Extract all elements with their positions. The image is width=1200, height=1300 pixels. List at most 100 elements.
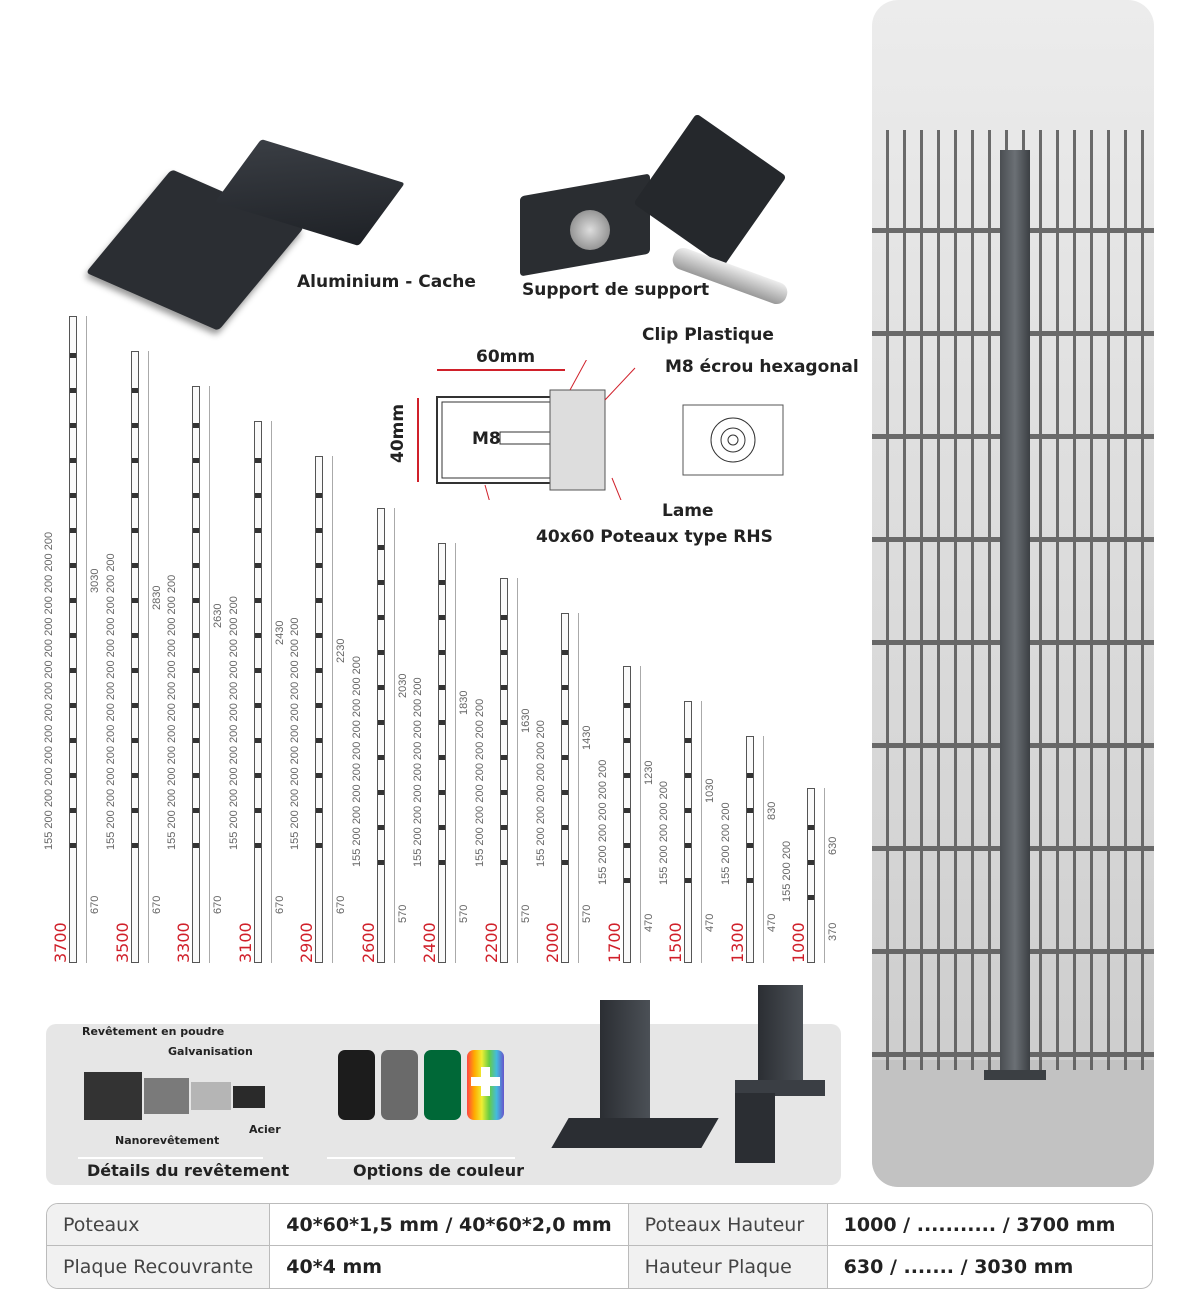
coating-layers-icon bbox=[84, 1072, 269, 1122]
post-spacing-label: 155 200 200 200 200 200 200 200 200 200 … bbox=[166, 574, 178, 850]
post-bottom-length: 470 bbox=[704, 913, 716, 932]
clip-mark bbox=[131, 772, 138, 778]
clip-mark bbox=[70, 352, 76, 358]
clip-mark bbox=[500, 650, 507, 656]
post-height-label: 2900 bbox=[297, 922, 316, 963]
spec-table: Poteaux 40*60*1,5 mm / 40*60*2,0 mm Pote… bbox=[46, 1203, 1153, 1289]
spec-key: Poteaux bbox=[47, 1204, 271, 1246]
clip-mark bbox=[254, 597, 261, 603]
clip-mark bbox=[70, 492, 76, 498]
clip-mark bbox=[254, 842, 261, 848]
clip-label: Clip Plastique bbox=[642, 325, 774, 345]
clip-mark bbox=[377, 825, 384, 831]
post-bottom-length: 670 bbox=[150, 896, 163, 915]
clip-mark bbox=[131, 702, 138, 708]
clip-mark bbox=[562, 685, 568, 691]
clip-mark bbox=[131, 807, 138, 813]
post-bar bbox=[807, 788, 815, 963]
clip-mark bbox=[193, 422, 199, 428]
clip-mark bbox=[193, 702, 199, 708]
post-spacing-label: 155 200 200 200 200 bbox=[658, 780, 670, 885]
spec-key: Hauteur Plaque bbox=[628, 1246, 828, 1288]
post-height-label: 3700 bbox=[51, 922, 70, 963]
spec-value: 1000 / ........... / 3700 mm bbox=[827, 1204, 1152, 1246]
clip-mark bbox=[623, 807, 630, 813]
clip-mark bbox=[131, 457, 138, 463]
dimension-line bbox=[209, 385, 210, 963]
clip-mark bbox=[254, 527, 261, 533]
post-bottom-length: 670 bbox=[273, 896, 286, 915]
clip-mark bbox=[377, 860, 384, 866]
post-top-length: 1430 bbox=[581, 725, 593, 751]
post-height-label: 3300 bbox=[174, 922, 193, 963]
clip-mark bbox=[316, 702, 322, 708]
clip-mark bbox=[439, 580, 445, 586]
dimension-line bbox=[639, 665, 641, 963]
cap-label: Aluminium - Cache bbox=[297, 272, 476, 292]
clip-mark bbox=[377, 650, 384, 656]
clip-mark bbox=[685, 842, 691, 848]
clip-section-diagram bbox=[417, 360, 784, 500]
clip-mark bbox=[193, 597, 199, 603]
clip-mark bbox=[70, 807, 76, 813]
clip-mark bbox=[193, 772, 199, 778]
spec-value: 40*60*1,5 mm / 40*60*2,0 mm bbox=[270, 1204, 629, 1246]
post-spacing-label: 155 200 200 200 200 200 200 200 200 200 … bbox=[104, 553, 117, 850]
spec-value: 630 / ....... / 3030 mm bbox=[843, 1256, 1074, 1278]
color-swatch-green[interactable] bbox=[424, 1050, 461, 1120]
support-bracket-image bbox=[515, 113, 791, 307]
post-bar bbox=[253, 420, 262, 963]
dimension-line bbox=[762, 735, 764, 963]
spec-key: Plaque Recouvrante bbox=[47, 1246, 271, 1288]
clip-mark bbox=[193, 807, 199, 813]
post-bottom-length: 470 bbox=[765, 913, 778, 932]
post-height-label: 1700 bbox=[604, 922, 624, 963]
post-bottom-length: 370 bbox=[827, 922, 839, 941]
dimension-line bbox=[270, 420, 272, 963]
clip-mark bbox=[623, 877, 630, 883]
clip-mark bbox=[131, 737, 138, 743]
clip-mark bbox=[439, 650, 445, 656]
clip-mark bbox=[316, 562, 322, 568]
clip-mark bbox=[439, 720, 445, 726]
post-bottom-length: 570 bbox=[458, 904, 470, 924]
color-swatch-custom[interactable] bbox=[467, 1050, 504, 1120]
clip-mark bbox=[131, 492, 138, 498]
clip-mark bbox=[808, 825, 814, 831]
color-swatch-grey[interactable] bbox=[381, 1050, 418, 1120]
dimension-line bbox=[393, 508, 395, 963]
clip-mark bbox=[808, 860, 814, 866]
coating-title: Détails du revêtement bbox=[87, 1161, 290, 1180]
post-bar bbox=[499, 578, 508, 963]
dimension-line bbox=[147, 350, 149, 963]
clip-mark bbox=[500, 825, 507, 831]
dimension-line bbox=[332, 455, 333, 963]
clip-mark bbox=[439, 825, 445, 831]
clip-mark bbox=[377, 685, 384, 691]
clip-mark bbox=[131, 632, 138, 638]
clip-mark bbox=[685, 877, 691, 883]
dimension-line bbox=[86, 315, 87, 963]
post-bar bbox=[315, 455, 323, 963]
post-spacing-label: 155 200 200 200 200 200 200 200 200 200 bbox=[350, 656, 363, 868]
clip-mark bbox=[193, 457, 199, 463]
clip-mark bbox=[70, 387, 76, 393]
clip-mark bbox=[562, 860, 568, 866]
clip-mark bbox=[377, 580, 384, 586]
clip-mark bbox=[316, 632, 322, 638]
post-bottom-length: 570 bbox=[519, 904, 532, 924]
clip-mark bbox=[70, 562, 76, 568]
post-spacing-label: 155 200 200 bbox=[781, 841, 793, 903]
blade-label: Lame bbox=[662, 501, 714, 521]
clip-mark bbox=[439, 685, 445, 691]
post-top-length: 3030 bbox=[89, 568, 101, 593]
clip-mark bbox=[316, 667, 322, 673]
clip-mark bbox=[70, 422, 76, 428]
clip-mark bbox=[746, 807, 753, 813]
color-swatch-black[interactable] bbox=[338, 1050, 375, 1120]
clip-mark bbox=[131, 597, 138, 603]
clip-mark bbox=[562, 755, 568, 761]
post-bar bbox=[130, 350, 139, 963]
clip-mark bbox=[70, 457, 76, 463]
